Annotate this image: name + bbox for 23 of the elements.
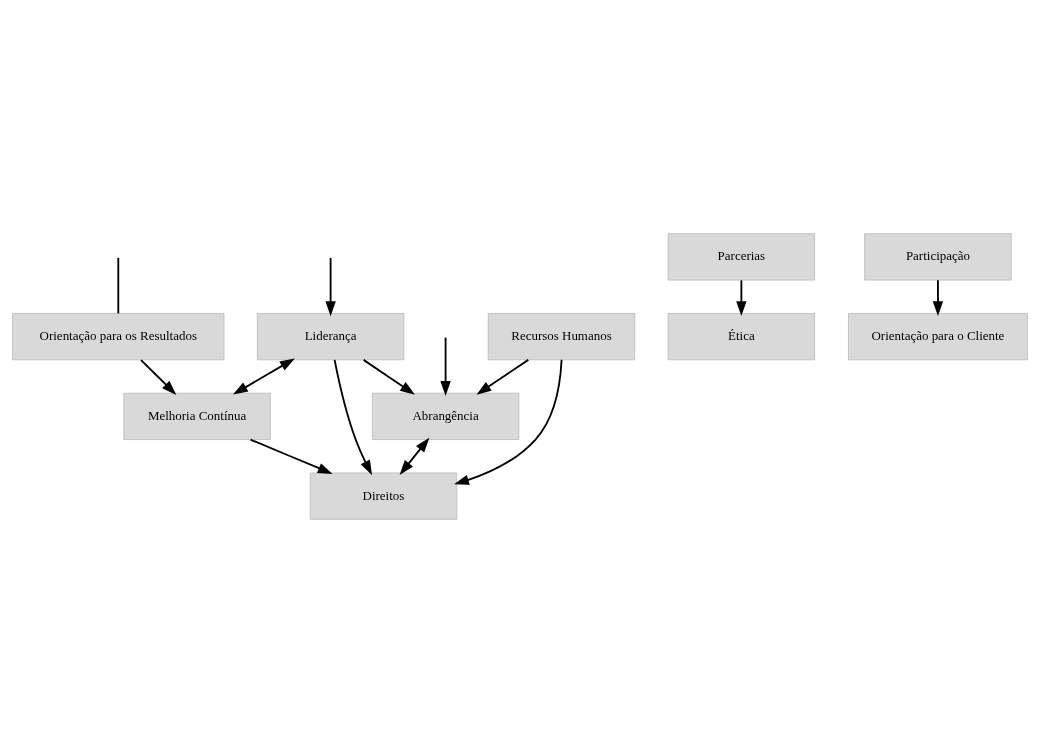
- node-box: Orientação para o Cliente: [848, 312, 1028, 360]
- node-box: Direitos: [309, 471, 458, 520]
- arrow: [232, 357, 295, 395]
- node-box: Participação: [864, 232, 1012, 281]
- node-box: Abrangência: [371, 392, 520, 440]
- arrow: [476, 358, 530, 395]
- node-box: Melhoria Contínua: [123, 392, 271, 440]
- arrow: [249, 438, 333, 474]
- arrow: [454, 358, 563, 485]
- connector: [117, 256, 120, 314]
- arrow: [932, 278, 944, 316]
- arrow: [362, 358, 415, 395]
- arrow: [140, 358, 177, 395]
- node-box: Parcerias: [667, 232, 816, 281]
- arrow: [325, 256, 336, 316]
- arrow: [399, 437, 430, 475]
- node-box: Ética: [667, 312, 816, 360]
- node-box: Recursos Humanos: [487, 312, 636, 360]
- arrow: [333, 358, 373, 475]
- arrow: [736, 278, 747, 316]
- node-box: Liderança: [256, 312, 405, 360]
- node-box: Orientação para os Resultados: [12, 312, 225, 360]
- arrow: [440, 336, 451, 396]
